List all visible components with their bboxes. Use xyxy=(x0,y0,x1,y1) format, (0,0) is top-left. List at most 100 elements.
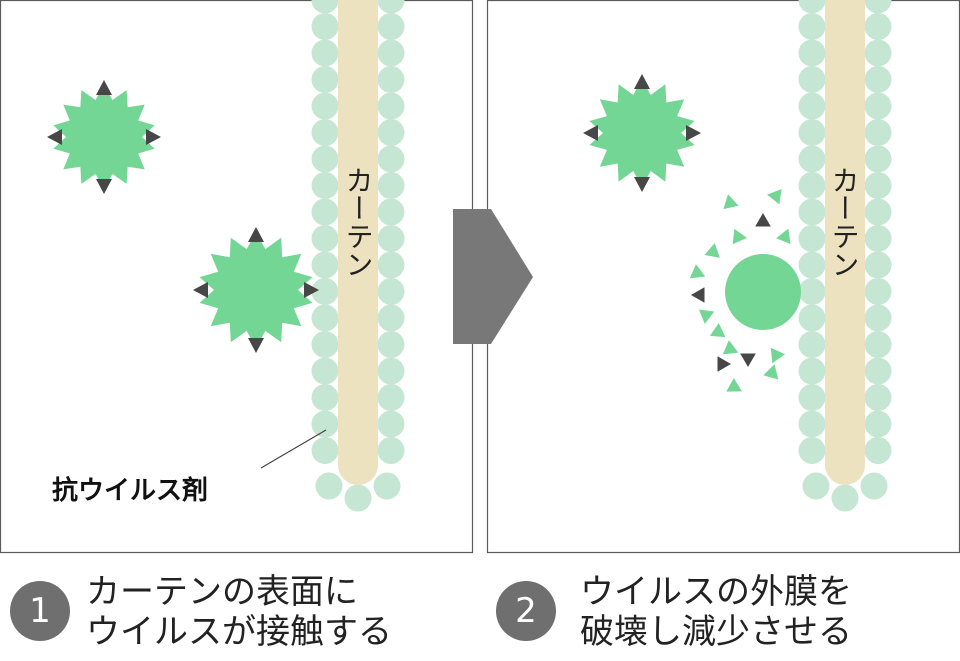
membrane-bead xyxy=(798,0,826,14)
membrane-bead xyxy=(798,13,826,40)
membrane-fragment xyxy=(722,340,739,355)
panel-1-curtain-label: カーテン xyxy=(342,166,375,278)
membrane-bead xyxy=(864,331,892,358)
step-2-badge: 2 xyxy=(496,581,556,641)
membrane-bead xyxy=(864,357,892,385)
membrane-bead xyxy=(798,357,826,385)
membrane-bead xyxy=(864,410,892,438)
membrane-fragment xyxy=(717,356,731,372)
membrane-bead xyxy=(315,472,343,500)
membrane-bead xyxy=(377,251,405,279)
spike-protein xyxy=(583,125,598,141)
membrane-bead xyxy=(864,225,892,252)
virus-particle-1 xyxy=(47,80,161,194)
membrane-bead xyxy=(798,92,826,120)
membrane-bead xyxy=(864,384,892,411)
membrane-bead xyxy=(377,384,405,411)
step-2-caption-line-2: 破壊し減少させる xyxy=(580,612,852,652)
membrane-bead xyxy=(311,331,339,358)
membrane-bead xyxy=(377,92,405,120)
step-1-badge: 1 xyxy=(10,581,70,641)
membrane-bead xyxy=(798,304,826,332)
membrane-bead xyxy=(802,472,830,500)
panel-2-curtain xyxy=(798,0,892,512)
spike-protein xyxy=(248,227,264,242)
membrane-bead xyxy=(864,251,892,279)
membrane-bead xyxy=(377,0,405,14)
membrane-fragment xyxy=(770,347,785,364)
membrane-bead xyxy=(860,472,888,500)
membrane-bead xyxy=(311,13,339,40)
virus-body xyxy=(589,79,695,187)
panel-1-curtain xyxy=(311,0,405,512)
membrane-bead xyxy=(311,410,339,438)
membrane-bead xyxy=(798,66,826,93)
spike-protein xyxy=(686,125,701,141)
membrane-bead xyxy=(311,251,339,279)
membrane-bead xyxy=(798,251,826,279)
membrane-bead xyxy=(377,225,405,252)
membrane-bead xyxy=(798,410,826,438)
spike-protein xyxy=(248,338,264,353)
membrane-bead xyxy=(798,145,826,173)
membrane-bead xyxy=(798,172,826,199)
virus-particle-intact xyxy=(583,74,701,192)
membrane-fragment xyxy=(732,228,747,245)
anti-viral-agent-label: 抗ウイルス剤 xyxy=(52,475,208,506)
membrane-bead xyxy=(864,92,892,120)
membrane-fragment xyxy=(755,213,771,227)
membrane-bead xyxy=(373,472,401,500)
membrane-bead xyxy=(377,119,405,146)
membrane-bead xyxy=(311,92,339,120)
membrane-bead xyxy=(798,198,826,226)
agent-leader-line xyxy=(260,429,327,469)
virus-core xyxy=(725,254,801,330)
membrane-bead xyxy=(864,145,892,173)
membrane-bead xyxy=(311,304,339,332)
membrane-bead xyxy=(311,145,339,173)
membrane-bead xyxy=(377,331,405,358)
membrane-bead xyxy=(377,172,405,199)
membrane-fragment xyxy=(785,291,800,307)
spike-protein xyxy=(634,74,650,89)
spike-protein xyxy=(634,177,650,192)
membrane-bead xyxy=(864,13,892,40)
membrane-bead xyxy=(311,278,339,305)
membrane-bead xyxy=(798,119,826,146)
membrane-bead xyxy=(864,39,892,67)
membrane-bead xyxy=(864,0,892,14)
membrane-bead xyxy=(377,278,405,305)
membrane-bead xyxy=(377,437,405,464)
membrane-bead xyxy=(311,384,339,411)
membrane-bead xyxy=(798,39,826,67)
spike-protein xyxy=(96,179,112,194)
membrane-bead xyxy=(311,437,339,464)
membrane-fragment xyxy=(763,364,779,380)
membrane-bead xyxy=(377,357,405,385)
membrane-bead xyxy=(344,484,372,512)
membrane-bead xyxy=(377,198,405,226)
membrane-bead xyxy=(311,39,339,67)
membrane-bead xyxy=(311,119,339,146)
membrane-fragment xyxy=(691,287,705,303)
membrane-bead xyxy=(798,331,826,358)
membrane-fragment xyxy=(740,353,756,367)
membrane-fragment xyxy=(767,189,782,205)
step-2-caption-line-1: ウイルスの外膜を xyxy=(580,572,852,612)
membrane-fragment xyxy=(726,378,742,392)
spike-protein xyxy=(193,282,208,298)
membrane-bead xyxy=(377,145,405,173)
virus-body xyxy=(199,232,313,348)
transition-arrow xyxy=(453,209,533,344)
membrane-bead xyxy=(377,39,405,67)
membrane-bead xyxy=(798,278,826,305)
virus-particle-destroyed xyxy=(689,189,801,392)
membrane-fragment xyxy=(776,228,791,244)
spike-protein xyxy=(96,80,112,95)
spike-protein xyxy=(47,129,62,145)
membrane-bead xyxy=(311,225,339,252)
membrane-bead xyxy=(864,278,892,305)
membrane-bead xyxy=(377,66,405,93)
membrane-fragment xyxy=(723,194,739,210)
